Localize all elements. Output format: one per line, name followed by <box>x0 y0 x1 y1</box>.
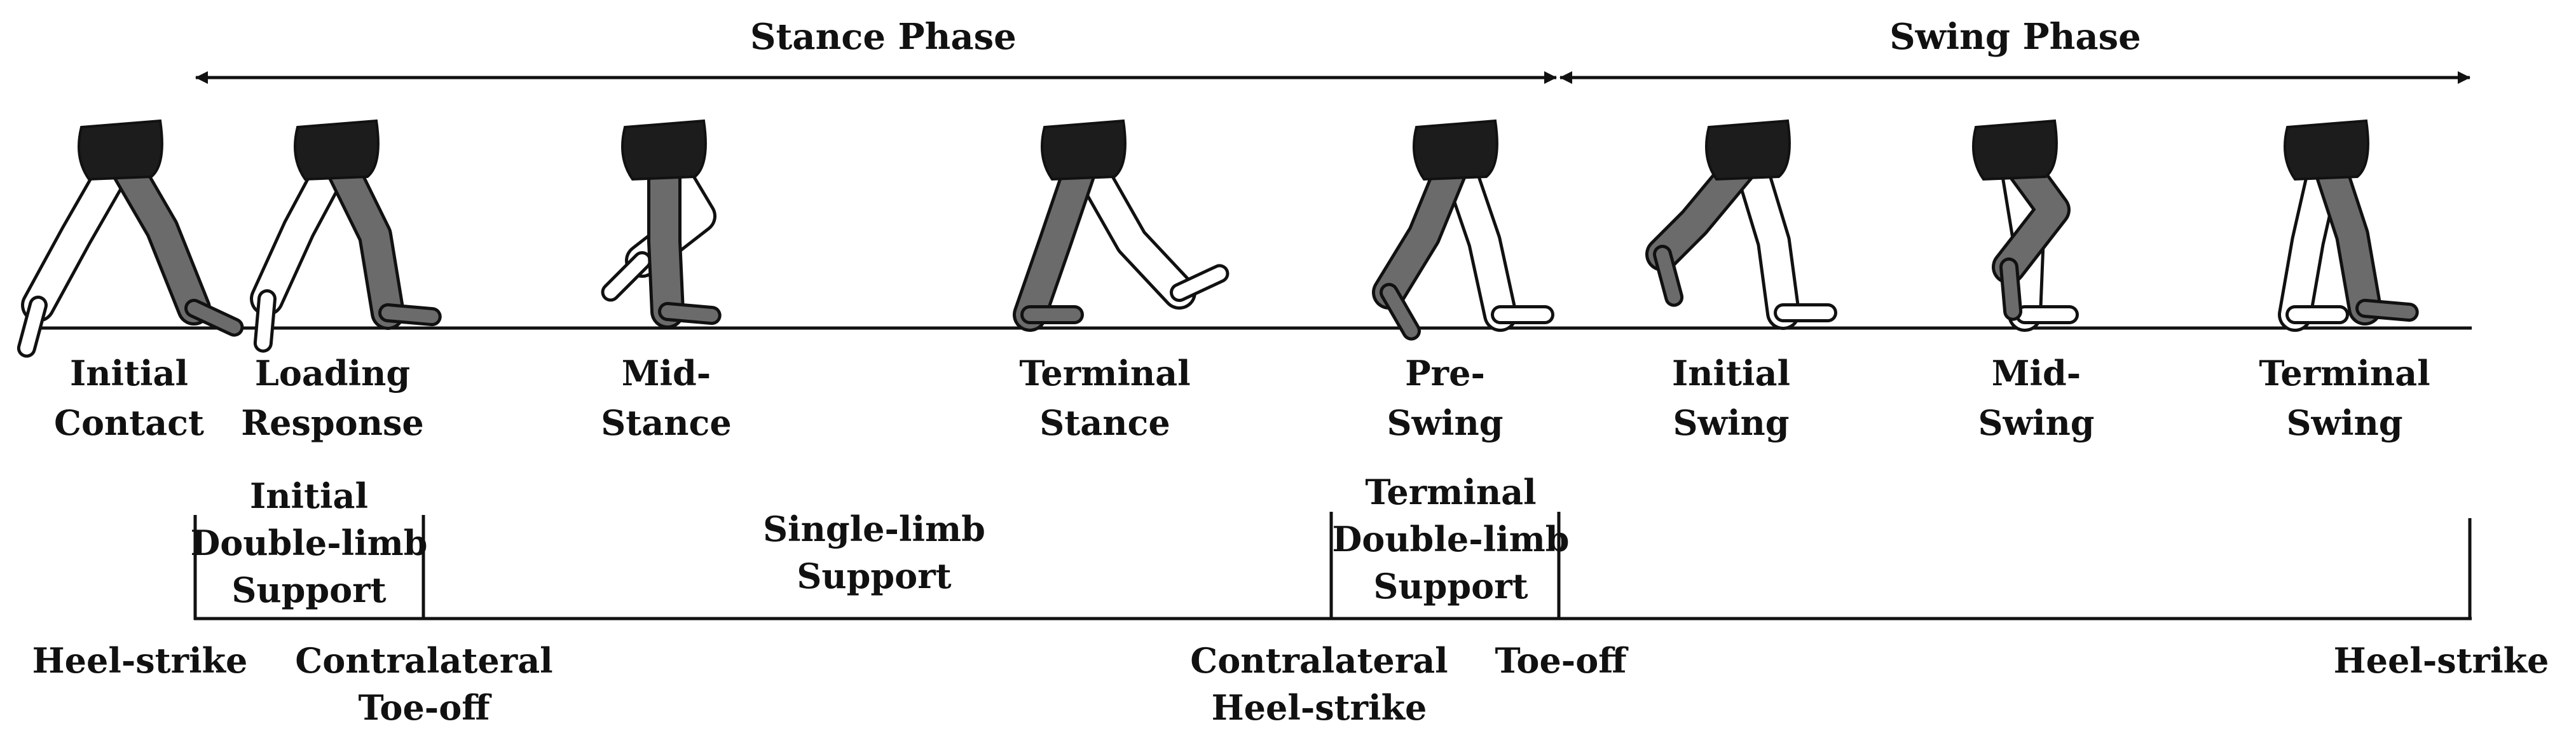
stance-phase-title: Stance Phase <box>750 16 1017 58</box>
swing-phase-title: Swing Phase <box>1889 16 2141 58</box>
gait-figure <box>1972 119 2079 332</box>
shorts-shape <box>294 119 380 181</box>
contralateral-leg-shape <box>250 140 354 353</box>
reference-leg-shape <box>2310 140 2419 326</box>
reference-leg-shape <box>1013 140 1101 332</box>
subphase-label: Pre-Swing <box>1387 353 1504 443</box>
shorts-shape <box>1972 119 2058 181</box>
subphase-label: Mid-Stance <box>601 353 732 443</box>
contralateral-leg-shape <box>1731 140 1837 330</box>
reference-leg-shape <box>104 140 244 337</box>
event-label: Toe-off <box>1495 640 1627 681</box>
subphase-label: Mid-Swing <box>1978 353 2095 443</box>
event-label: Heel-strike <box>2333 640 2549 681</box>
gait-figure <box>250 119 442 353</box>
gait-figure <box>1013 119 1230 332</box>
shorts-shape <box>1413 119 1498 181</box>
shorts-shape <box>1705 119 1791 181</box>
shorts-shape <box>621 119 707 181</box>
reference-leg-shape <box>320 140 442 330</box>
shorts-shape <box>2284 119 2369 181</box>
gait-figure <box>17 119 244 358</box>
gait-figure <box>1645 119 1837 330</box>
reference-leg-shape <box>647 140 722 329</box>
shorts-shape <box>78 119 163 181</box>
contralateral-leg-shape <box>1439 140 1554 332</box>
contralateral-leg-shape <box>1067 140 1230 310</box>
reference-leg-shape <box>1372 140 1473 341</box>
gait-figure <box>1372 119 1554 341</box>
gait-figure <box>601 119 722 329</box>
gait-figure <box>2278 119 2419 332</box>
event-label: Heel-strike <box>32 640 248 681</box>
contralateral-leg-shape <box>17 140 138 358</box>
shorts-shape <box>1041 119 1127 181</box>
